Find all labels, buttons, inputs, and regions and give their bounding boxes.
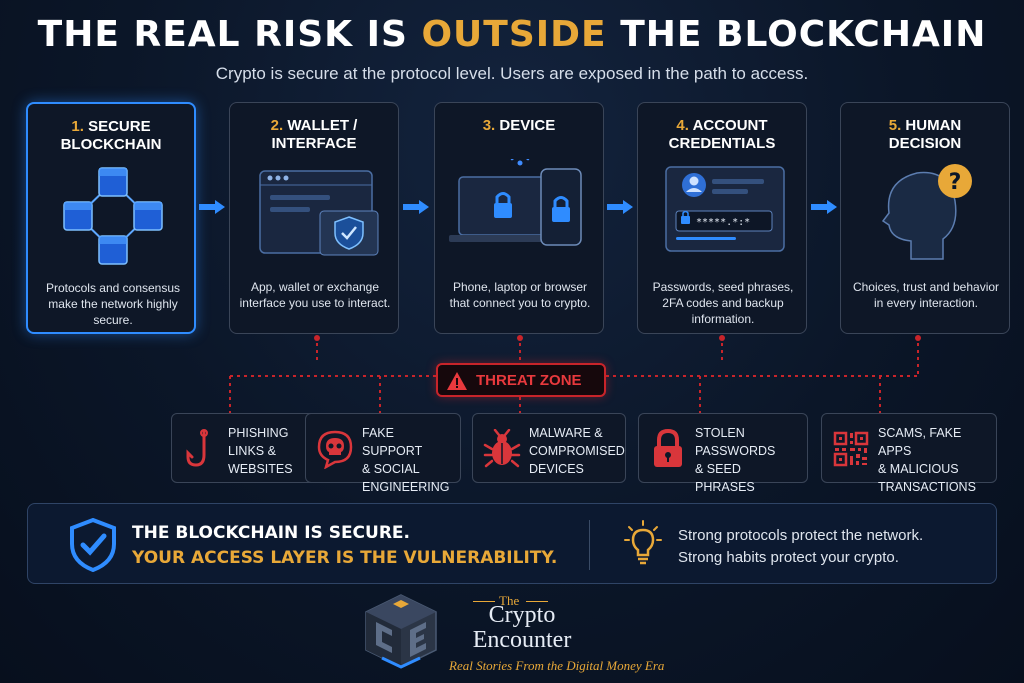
brand-tagline: Real Stories From the Digital Money Era [449,658,665,673]
warning-triangle-icon [447,372,467,390]
risk-label: MALWARE & COMPROMISED DEVICES [529,426,625,476]
brand-rule-left [473,601,495,602]
step-title-line2: INTERFACE [271,135,357,152]
step-title-line2: DECISION [888,135,962,152]
step-number: 2. [270,117,284,134]
title-text-end: THE BLOCKCHAIN [606,14,987,55]
risk-label: FAKE SUPPORT & SOCIAL ENGINEERING [362,426,450,494]
blockchain-network-icon [63,167,163,265]
step-title-line1: HUMAN [905,117,962,134]
human-question-icon: ? [881,164,972,260]
threat-zone-label: THREAT ZONE [476,372,582,389]
risk-label: STOLEN PASSWORDS & SEED PHRASES [695,426,776,494]
banner-divider [589,520,590,570]
wallet-interface-icon [259,170,379,256]
risk-card-phishing: PHISHING LINKS & WEBSITES [171,413,321,483]
fishing-hook-icon [186,429,208,467]
risk-label: SCAMS, FAKE APPS & MALICIOUS TRANSACTION… [878,426,976,494]
banner-tip-habits: Strong habits protect your crypto. [678,549,899,566]
flow-arrow-icon [403,200,429,214]
conclusion-banner: THE BLOCKCHAIN IS SECURE. YOUR ACCESS LA… [27,503,997,584]
lightbulb-icon [624,520,662,565]
brand-name-line1: Crypto [488,602,556,628]
shield-check-icon [70,518,116,572]
risk-label: PHISHING LINKS & WEBSITES [228,426,293,476]
risk-card-scams: SCAMS, FAKE APPS & MALICIOUS TRANSACTION… [821,413,997,494]
step-title-line1: WALLET / [287,117,358,134]
step-description: Passwords, seed phrases, 2FA codes and b… [652,280,794,326]
step-description: Choices, trust and behavior in every int… [852,280,1000,310]
risk-card-malware: MALWARE & COMPROMISED DEVICES [472,413,626,483]
step-title-line1: DEVICE [499,117,556,134]
banner-tip-network: Strong protocols protect the network. [678,527,924,544]
step-number: 3. [482,117,496,134]
step-title-line2: BLOCKCHAIN [60,136,162,153]
step-description: App, wallet or exchange interface you us… [239,280,391,310]
title-accent: OUTSIDE [421,14,607,55]
svg-text:?: ? [949,170,962,195]
flow-arrow-icon [199,200,225,214]
risk-card-stolen-passwords: STOLEN PASSWORDS & SEED PHRASES [638,413,808,494]
step-title-line1: SECURE [88,118,151,135]
title-text: THE REAL RISK IS [37,14,422,55]
banner-statement: THE BLOCKCHAIN IS SECURE. [132,523,410,543]
flow-arrow-icon [811,200,837,214]
step-title-line2: CREDENTIALS [668,135,776,152]
brand-the: The [499,593,520,608]
device-lock-icon [449,159,582,246]
brand-rule-right [526,601,548,602]
step-title-line1: ACCOUNT [692,117,768,134]
threat-zone-badge: THREAT ZONE [436,363,606,397]
step-title: 2. WALLET /INTERFACE [230,117,398,153]
risk-card-fake-support: FAKE SUPPORT & SOCIAL ENGINEERING [305,413,461,494]
padlock-icon [654,429,682,467]
skull-bubble-icon [317,430,353,469]
step-title: 3. DEVICE [435,117,603,135]
qr-code-icon [833,431,869,467]
step-description: Protocols and consensus make the network… [45,281,181,327]
brand-name-line2: Encounter [472,627,572,653]
step-description: Phone, laptop or browser that connect yo… [449,280,591,310]
page-title: THE REAL RISK IS OUTSIDE THE BLOCKCHAIN [0,14,1024,55]
step-card-wallet-interface: 2. WALLET /INTERFACE App, wallet or exch… [229,102,399,334]
flow-arrow-icon [607,200,633,214]
step-number: 5. [888,117,902,134]
credentials-icon: *****.*:* [665,166,785,252]
step-number: 4. [676,117,689,134]
bug-icon [483,429,521,468]
banner-warning: YOUR ACCESS LAYER IS THE VULNERABILITY. [132,548,558,568]
page-subtitle: Crypto is secure at the protocol level. … [215,64,809,83]
step-card-device: 3. DEVICE Phone, laptop or browser that … [434,102,604,334]
ce-cube-logo [365,594,437,669]
step-number: 1. [71,118,84,135]
password-mask: *****.*:* [696,217,750,228]
